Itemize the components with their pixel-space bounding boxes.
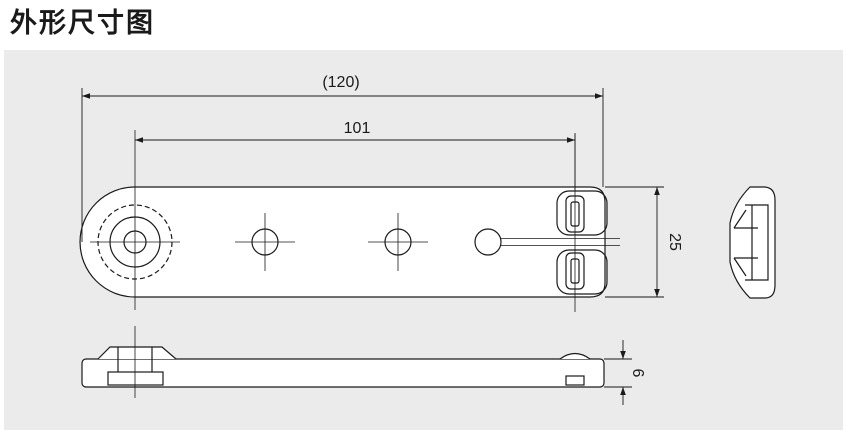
dimension-label-hole-pitch: 101 [344, 120, 371, 137]
page-title: 外形尺寸图 [10, 8, 155, 39]
top-view [79, 130, 620, 312]
dimension-width [605, 186, 664, 298]
dimension-thickness [604, 340, 632, 405]
ball-stud [474, 228, 620, 256]
mounting-hole-1 [235, 213, 295, 271]
front-view [81, 326, 605, 398]
pivot-hole [90, 130, 180, 310]
dimension-overall-length [81, 88, 604, 242]
dimension-label-overall-length: (120) [322, 74, 359, 91]
plate-outline [79, 186, 606, 298]
dimension-label-thickness: 6 [629, 369, 646, 378]
dimension-label-width: 25 [666, 233, 683, 251]
end-view [729, 186, 776, 299]
dimension-hole-pitch [135, 133, 576, 190]
mounting-hole-2 [368, 213, 428, 271]
